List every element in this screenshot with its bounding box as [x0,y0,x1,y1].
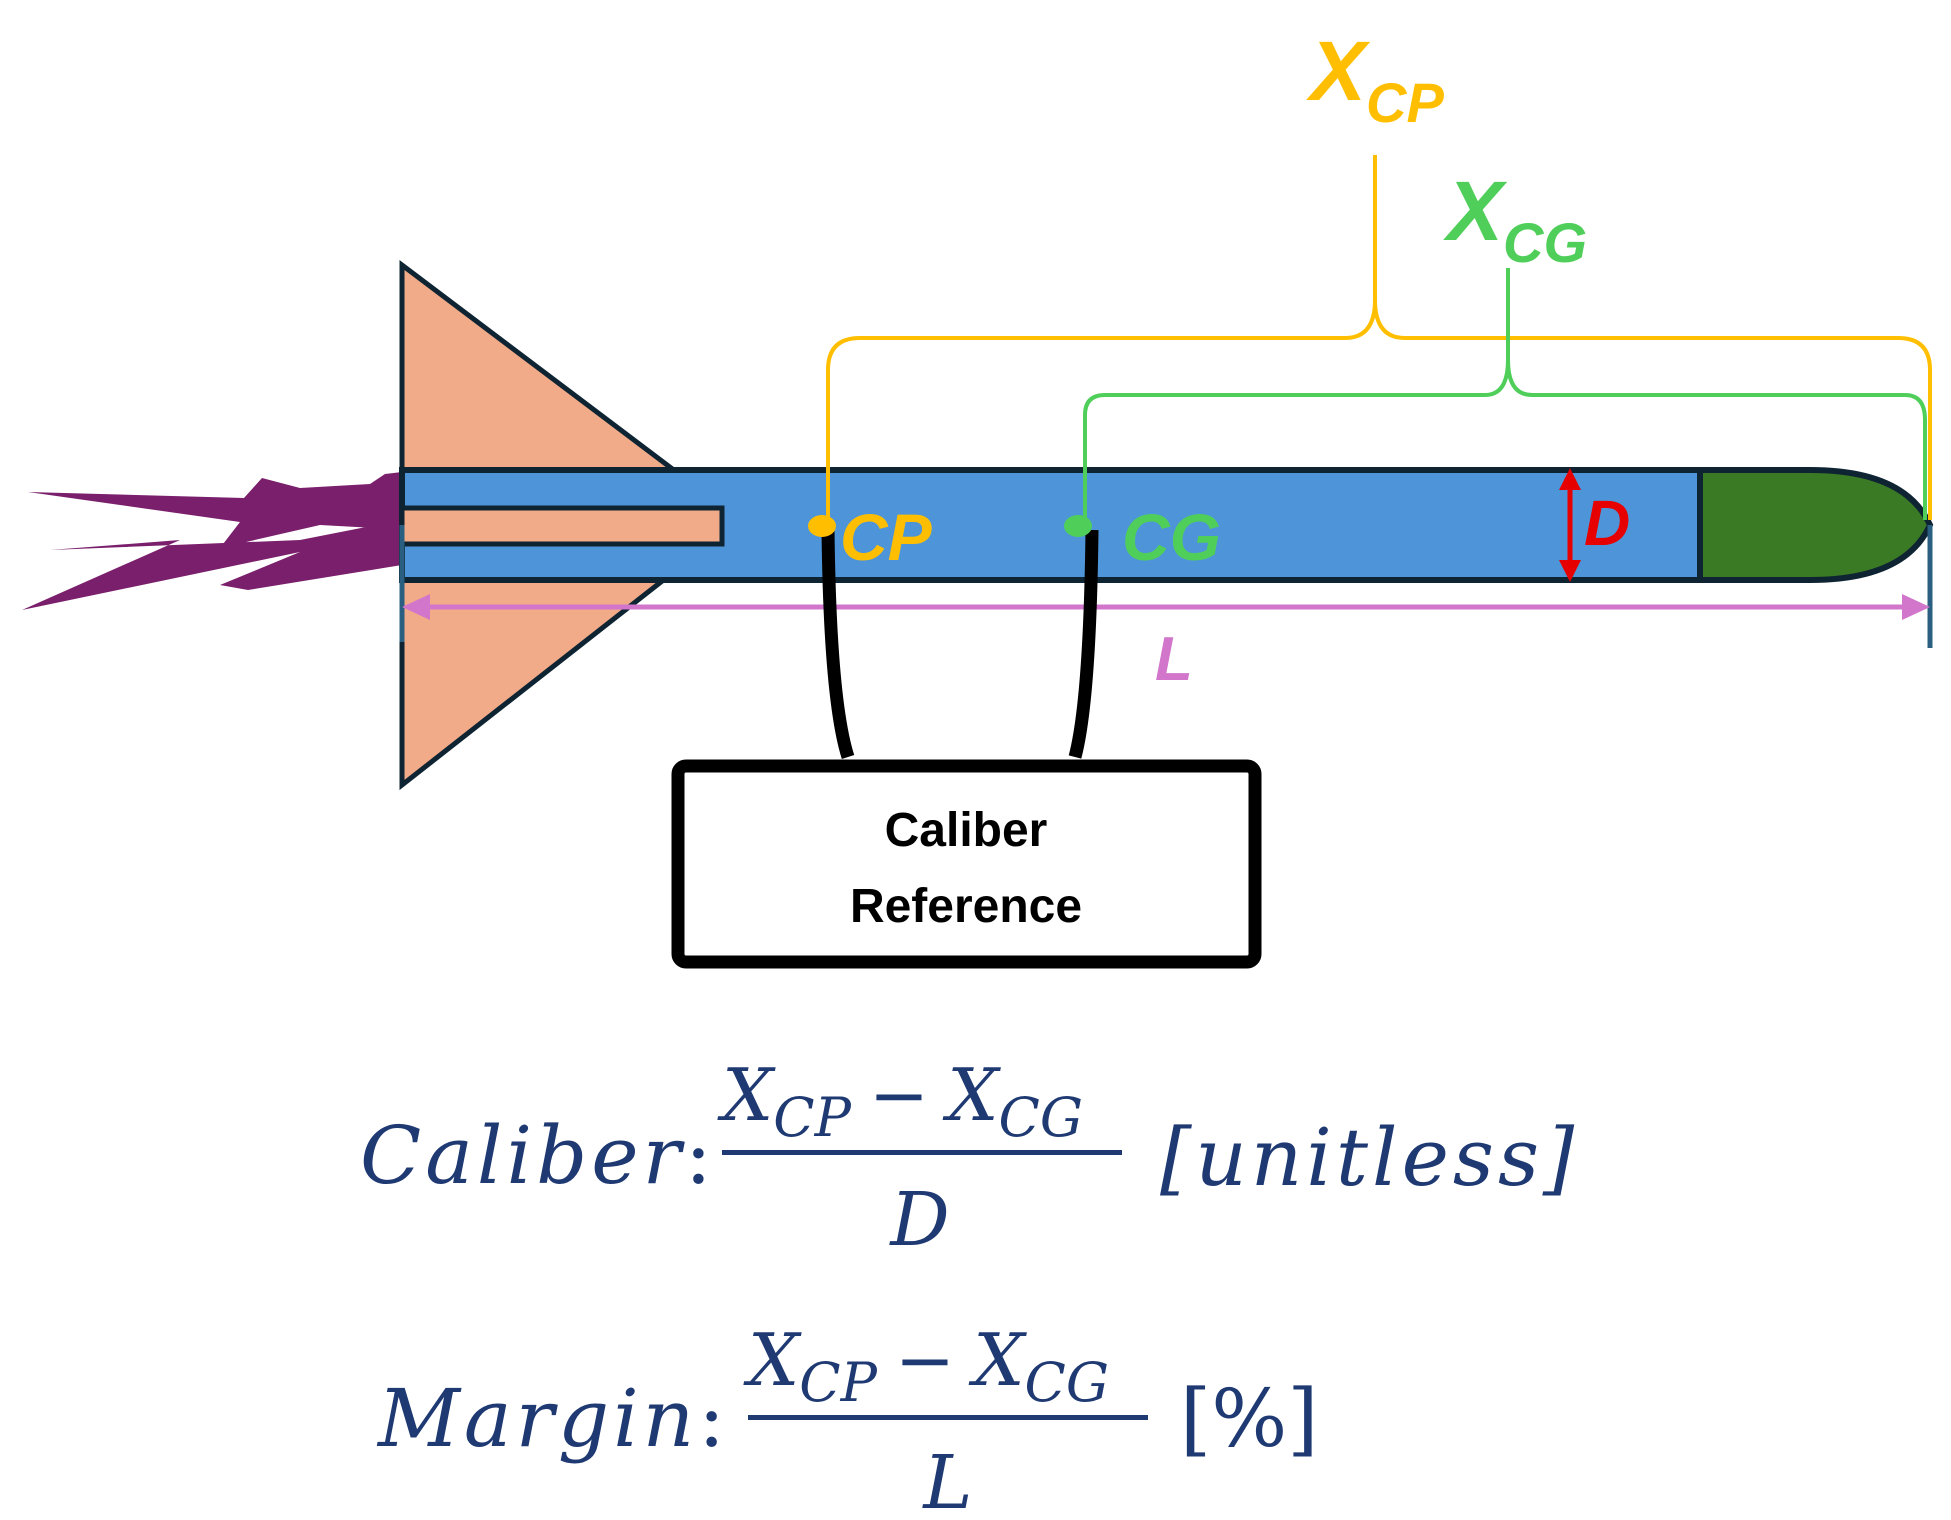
margin-equation: Margin: XCP−XCG L [%] [376,1318,1318,1520]
caliber-denominator: D [888,1177,949,1263]
exhaust-flame-icon [22,472,402,610]
diameter-arrow [1559,468,1581,582]
xcg-brace [1083,268,1927,520]
length-arrow [402,594,1930,620]
xcp-label: XCP [1306,24,1444,134]
margin-numerator: XCP−XCG [743,1318,1109,1414]
xcg-label-sub: CG [1503,211,1587,274]
xcg-label: XCG [1443,164,1587,274]
margin-unit: [%] [1180,1372,1318,1465]
length-label: L [1155,625,1193,694]
margin-denominator: L [921,1440,972,1520]
caliber-unit: [unitless] [1160,1111,1578,1204]
caliber-equation-name: Caliber: [360,1109,716,1202]
rocket-nose-cone [1697,467,1934,583]
cg-cable [1068,529,1099,759]
caliber-equation: Caliber: XCP−XCG D [unitless] [360,1053,1578,1263]
diameter-label: D [1584,487,1630,559]
caliber-box-line2: Reference [850,880,1082,933]
rocket-internal-slot [399,505,725,547]
caliber-fraction-bar [722,1150,1122,1155]
cp-cable [821,529,855,759]
caliber-numerator: XCP−XCG [717,1053,1083,1149]
cp-label: CP [840,500,933,574]
xcp-label-sub: CP [1366,71,1444,134]
xcg-label-main: X [1443,164,1508,258]
xcp-brace [826,155,1932,520]
cg-marker [1064,515,1092,537]
margin-fraction-bar [748,1415,1148,1420]
cg-label: CG [1122,500,1221,574]
caliber-box-line1: Caliber [885,804,1048,857]
margin-equation-name: Margin: [376,1372,729,1465]
xcp-label-main: X [1306,24,1371,118]
cp-marker [808,515,836,537]
caliber-reference-box [671,759,1262,969]
